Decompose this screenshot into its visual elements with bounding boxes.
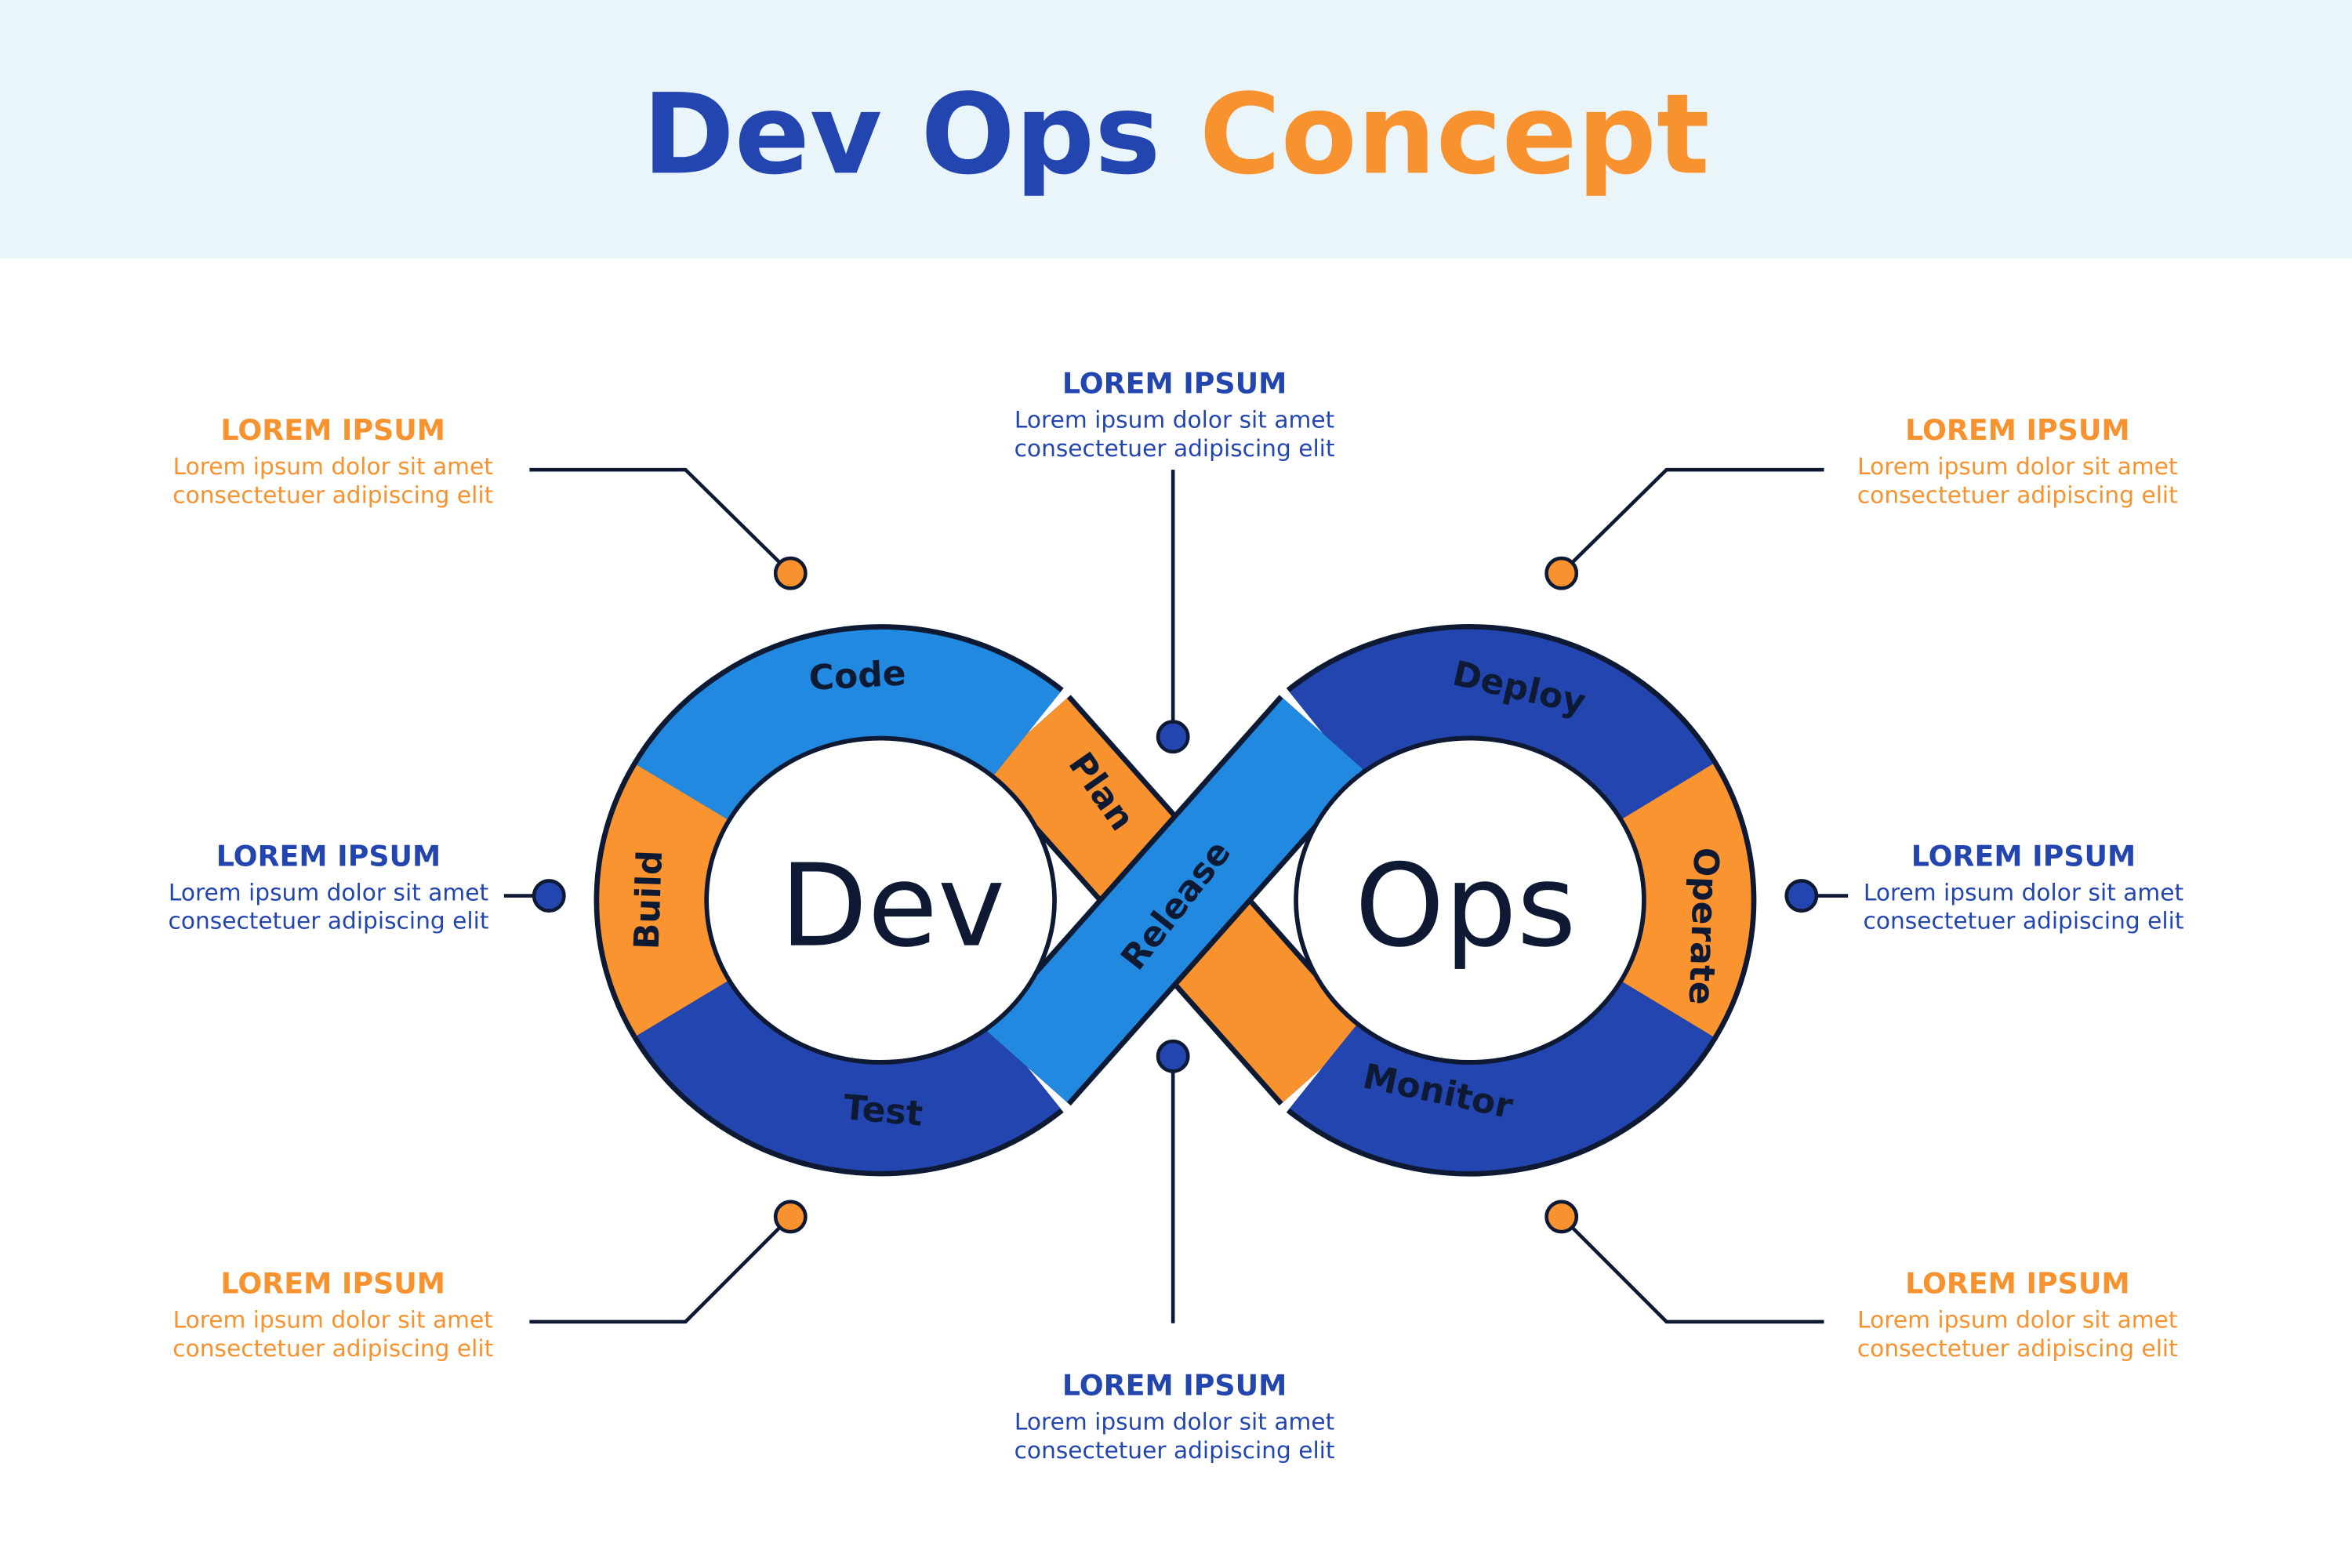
svg-text:LOREM IPSUM: LOREM IPSUM xyxy=(1062,367,1287,401)
svg-text:Lorem ipsum dolor sit amet: Lorem ipsum dolor sit amet xyxy=(1014,406,1334,434)
svg-text:consectetuer adipiscing elit: consectetuer adipiscing elit xyxy=(1857,481,2178,508)
dot-bottom-left xyxy=(773,1200,808,1234)
svg-text:Lorem ipsum dolor sit amet: Lorem ipsum dolor sit amet xyxy=(1864,878,2183,906)
svg-text:LOREM IPSUM: LOREM IPSUM xyxy=(216,839,441,873)
dot-bottom-right xyxy=(1544,1200,1579,1234)
callout-top-right: LOREM IPSUM Lorem ipsum dolor sit amet c… xyxy=(1857,413,2178,508)
stage-test: Test xyxy=(842,1087,924,1134)
code-segment xyxy=(637,630,1061,821)
svg-text:LOREM IPSUM: LOREM IPSUM xyxy=(221,413,445,447)
deploy-segment xyxy=(1290,629,1713,820)
stage-operate: Operate xyxy=(1681,847,1726,1006)
svg-text:Lorem ipsum dolor sit amet: Lorem ipsum dolor sit amet xyxy=(173,452,493,480)
svg-text:Lorem ipsum dolor sit amet: Lorem ipsum dolor sit amet xyxy=(1014,1408,1334,1436)
callout-bottom-center: LOREM IPSUM Lorem ipsum dolor sit amet c… xyxy=(1014,1369,1335,1464)
build-segment xyxy=(599,764,729,1036)
svg-text:LOREM IPSUM: LOREM IPSUM xyxy=(1062,1369,1287,1403)
dev-label: Dev xyxy=(780,840,1005,973)
svg-text:consectetuer adipiscing elit: consectetuer adipiscing elit xyxy=(172,1334,493,1362)
svg-text:consectetuer adipiscing elit: consectetuer adipiscing elit xyxy=(1014,434,1335,462)
svg-text:consectetuer adipiscing elit: consectetuer adipiscing elit xyxy=(1864,907,2184,935)
monitor-segment xyxy=(1290,980,1713,1171)
callout-bottom-right: LOREM IPSUM Lorem ipsum dolor sit amet c… xyxy=(1857,1267,2178,1362)
svg-text:LOREM IPSUM: LOREM IPSUM xyxy=(1911,839,2136,873)
dot-top-right xyxy=(1544,556,1579,590)
dot-bottom-center xyxy=(1156,1039,1190,1073)
release-segment xyxy=(987,698,1363,1102)
svg-text:Lorem ipsum dolor sit amet: Lorem ipsum dolor sit amet xyxy=(173,1306,493,1334)
connector-dots xyxy=(532,556,1819,1234)
svg-text:LOREM IPSUM: LOREM IPSUM xyxy=(1905,1267,2129,1301)
stage-build: Build xyxy=(627,850,670,950)
title-concept: Concept xyxy=(1200,71,1710,199)
stage-code: Code xyxy=(808,653,906,698)
page-title: Dev Ops Concept xyxy=(642,71,1709,199)
svg-text:LOREM IPSUM: LOREM IPSUM xyxy=(1905,413,2129,447)
callout-top-left: LOREM IPSUM Lorem ipsum dolor sit amet c… xyxy=(172,413,493,508)
svg-text:consectetuer adipiscing elit: consectetuer adipiscing elit xyxy=(1857,1334,2178,1362)
title-dev-ops: Dev Ops xyxy=(642,71,1160,199)
callout-mid-left: LOREM IPSUM Lorem ipsum dolor sit amet c… xyxy=(169,839,489,934)
infinity-loop xyxy=(593,624,1757,1177)
test-segment xyxy=(637,980,1061,1171)
callout-mid-right: LOREM IPSUM Lorem ipsum dolor sit amet c… xyxy=(1864,839,2184,934)
svg-text:consectetuer adipiscing elit: consectetuer adipiscing elit xyxy=(169,907,489,935)
callout-bottom-left: LOREM IPSUM Lorem ipsum dolor sit amet c… xyxy=(172,1267,493,1362)
svg-text:Lorem ipsum dolor sit amet: Lorem ipsum dolor sit amet xyxy=(1857,452,2177,480)
connector-lines xyxy=(503,467,1849,1324)
svg-text:Lorem ipsum dolor sit amet: Lorem ipsum dolor sit amet xyxy=(1857,1306,2177,1334)
ops-label: Ops xyxy=(1355,840,1576,973)
dot-top-left xyxy=(773,556,808,590)
header-band xyxy=(0,0,2352,259)
svg-text:LOREM IPSUM: LOREM IPSUM xyxy=(221,1267,445,1301)
dot-top-center xyxy=(1156,720,1190,754)
svg-text:consectetuer adipiscing elit: consectetuer adipiscing elit xyxy=(172,481,493,508)
dot-mid-left xyxy=(532,879,566,913)
operate-segment xyxy=(1621,764,1751,1037)
svg-text:Lorem ipsum dolor sit amet: Lorem ipsum dolor sit amet xyxy=(169,878,488,906)
svg-text:consectetuer adipiscing elit: consectetuer adipiscing elit xyxy=(1014,1436,1335,1464)
dot-mid-right xyxy=(1784,879,1819,913)
callout-top-center: LOREM IPSUM Lorem ipsum dolor sit amet c… xyxy=(1014,367,1335,462)
